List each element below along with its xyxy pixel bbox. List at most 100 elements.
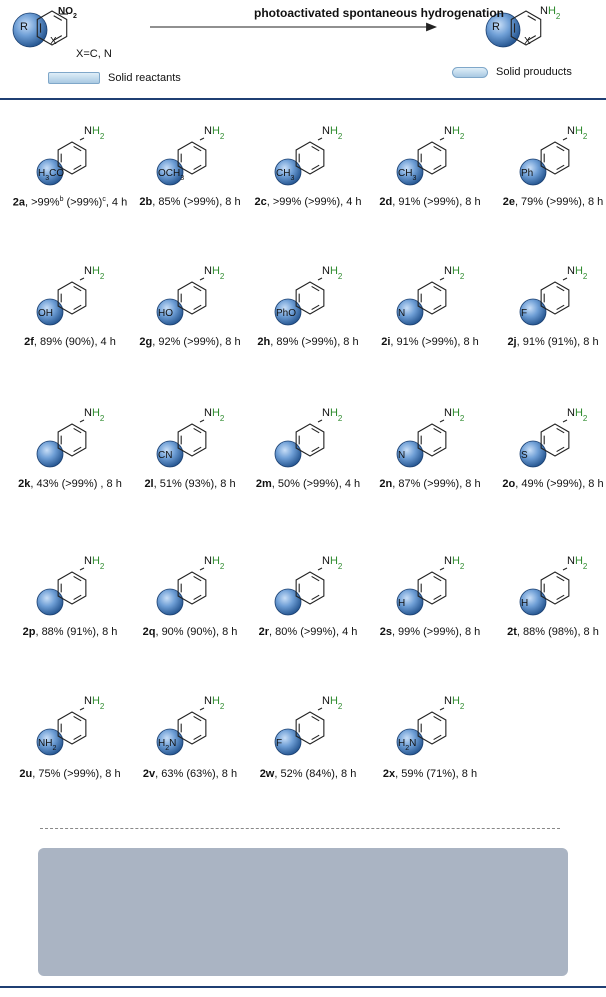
compound-id: 2n	[379, 478, 393, 490]
r-label: R	[20, 21, 28, 33]
substituent-label: HO	[158, 308, 173, 319]
bond-line	[556, 304, 565, 311]
substituent-ball-icon	[396, 298, 424, 326]
bond-line	[193, 145, 202, 152]
compound-caption-2j: 2j, 91% (91%), 8 h	[507, 336, 598, 348]
bond-line	[311, 427, 320, 434]
benzene-ring-icon	[177, 711, 207, 745]
substituent-label: CN	[158, 450, 172, 461]
reactant-swatch-icon	[48, 72, 100, 84]
bond-line	[193, 734, 202, 741]
substituent-label: F	[276, 738, 282, 749]
compound-id: 2b	[139, 196, 153, 208]
bond-line	[79, 707, 85, 711]
amine-label: NH2	[84, 265, 105, 281]
bond-line	[433, 734, 442, 741]
bond-line	[311, 715, 320, 722]
bond-line	[439, 419, 445, 423]
bond-line	[73, 575, 82, 582]
amine-label: NH2	[567, 125, 588, 141]
benzene-ring-icon	[57, 711, 87, 745]
compound-yield: , 87% (>99%), 8 h	[392, 478, 481, 490]
substituent-ball-icon	[396, 440, 424, 468]
substituent-ball-icon	[274, 588, 302, 616]
compound-caption-2s: 2s, 99% (>99%), 8 h	[380, 626, 481, 638]
bond-line	[317, 137, 323, 141]
substituent-label: OH	[38, 308, 53, 319]
amine-label: NH2	[322, 555, 343, 571]
bond-line	[433, 285, 442, 292]
bond-line	[73, 446, 82, 453]
bond-line	[556, 575, 565, 582]
compound-yield: , 90% (90%), 8 h	[155, 626, 238, 638]
bond-line	[439, 707, 445, 711]
bond-line	[73, 304, 82, 311]
bond-line	[439, 567, 445, 571]
amine-label: NH2	[84, 125, 105, 141]
compound-id: 2k	[18, 478, 31, 490]
benzene-ring-icon	[540, 141, 570, 175]
substituent-ball-icon	[12, 12, 48, 48]
substituent-label: N	[398, 450, 405, 461]
compound-caption-2t: 2t, 88% (98%), 8 h	[507, 626, 599, 638]
amine-label: NH2	[322, 265, 343, 281]
benzene-ring-icon	[540, 423, 570, 457]
compound-id: 2o	[502, 478, 516, 490]
substituent-label: CH3	[398, 168, 416, 182]
compound-yield: , 43% (>99%) , 8 h	[30, 478, 122, 490]
bond-line	[73, 594, 82, 601]
substituent-ball-icon	[156, 158, 184, 186]
bond-line	[433, 164, 442, 171]
footnote-mark: c	[102, 196, 106, 203]
compound-id: 2a	[12, 196, 26, 209]
amine-label: NH2	[567, 265, 588, 281]
benzene-ring-icon	[510, 10, 542, 46]
compound-caption-2p: 2p, 88% (91%), 8 h	[23, 626, 118, 638]
benzene-ring-icon	[177, 281, 207, 315]
bond-line	[556, 285, 565, 292]
bond-line	[562, 277, 568, 281]
legend-products-label: Solid prouducts	[496, 66, 572, 78]
compound-caption-2r: 2r, 80% (>99%), 4 h	[259, 626, 358, 638]
bond-line	[317, 707, 323, 711]
substituent-ball-icon	[274, 728, 302, 756]
bond-line	[311, 285, 320, 292]
amine-label: NH2	[204, 695, 225, 711]
benzene-ring-icon	[295, 711, 325, 745]
benzene-ring-icon	[295, 423, 325, 457]
bond-line	[193, 285, 202, 292]
compound-caption-2b: 2b, 85% (>99%), 8 h	[139, 196, 240, 208]
bond-line	[433, 304, 442, 311]
amine-label: NH2	[322, 125, 343, 141]
substituent-ball-icon	[519, 588, 547, 616]
bond-line	[79, 277, 85, 281]
amine-label: NH2	[204, 265, 225, 281]
amine-label: NH2	[567, 407, 588, 423]
reaction-condition-label: photoactivated spontaneous hydrogenation	[254, 6, 505, 20]
compound-caption-2m: 2m, 50% (>99%), 4 h	[256, 478, 360, 490]
r-label: R	[492, 21, 500, 33]
substituent-ball-icon	[396, 158, 424, 186]
legend-products: Solid prouducts	[452, 66, 572, 78]
compound-yield: , 91% (91%), 8 h	[516, 336, 599, 348]
compound-id: 2v	[142, 768, 156, 780]
substituent-label: PhO	[276, 308, 296, 319]
bond-line	[199, 419, 205, 423]
substituent-label: OCH3	[158, 168, 184, 182]
bond-line	[562, 419, 568, 423]
benzene-ring-icon	[417, 711, 447, 745]
compound-yield: , 50% (>99%), 4 h	[271, 478, 361, 490]
substituent-label: F	[521, 308, 527, 319]
bond-line	[79, 419, 85, 423]
x-label: X	[50, 36, 57, 47]
compound-caption-2n: 2n, 87% (>99%), 8 h	[379, 478, 480, 490]
substituent-ball-icon	[36, 158, 64, 186]
substituent-label: N	[398, 308, 405, 319]
substituent-label: H	[521, 598, 528, 609]
nitro-label: NO2	[58, 6, 77, 20]
substituent-ball-icon	[36, 440, 64, 468]
compound-id: 2p	[22, 626, 36, 638]
substituent-ball-icon	[156, 588, 184, 616]
amine-label: NH2	[540, 5, 561, 21]
